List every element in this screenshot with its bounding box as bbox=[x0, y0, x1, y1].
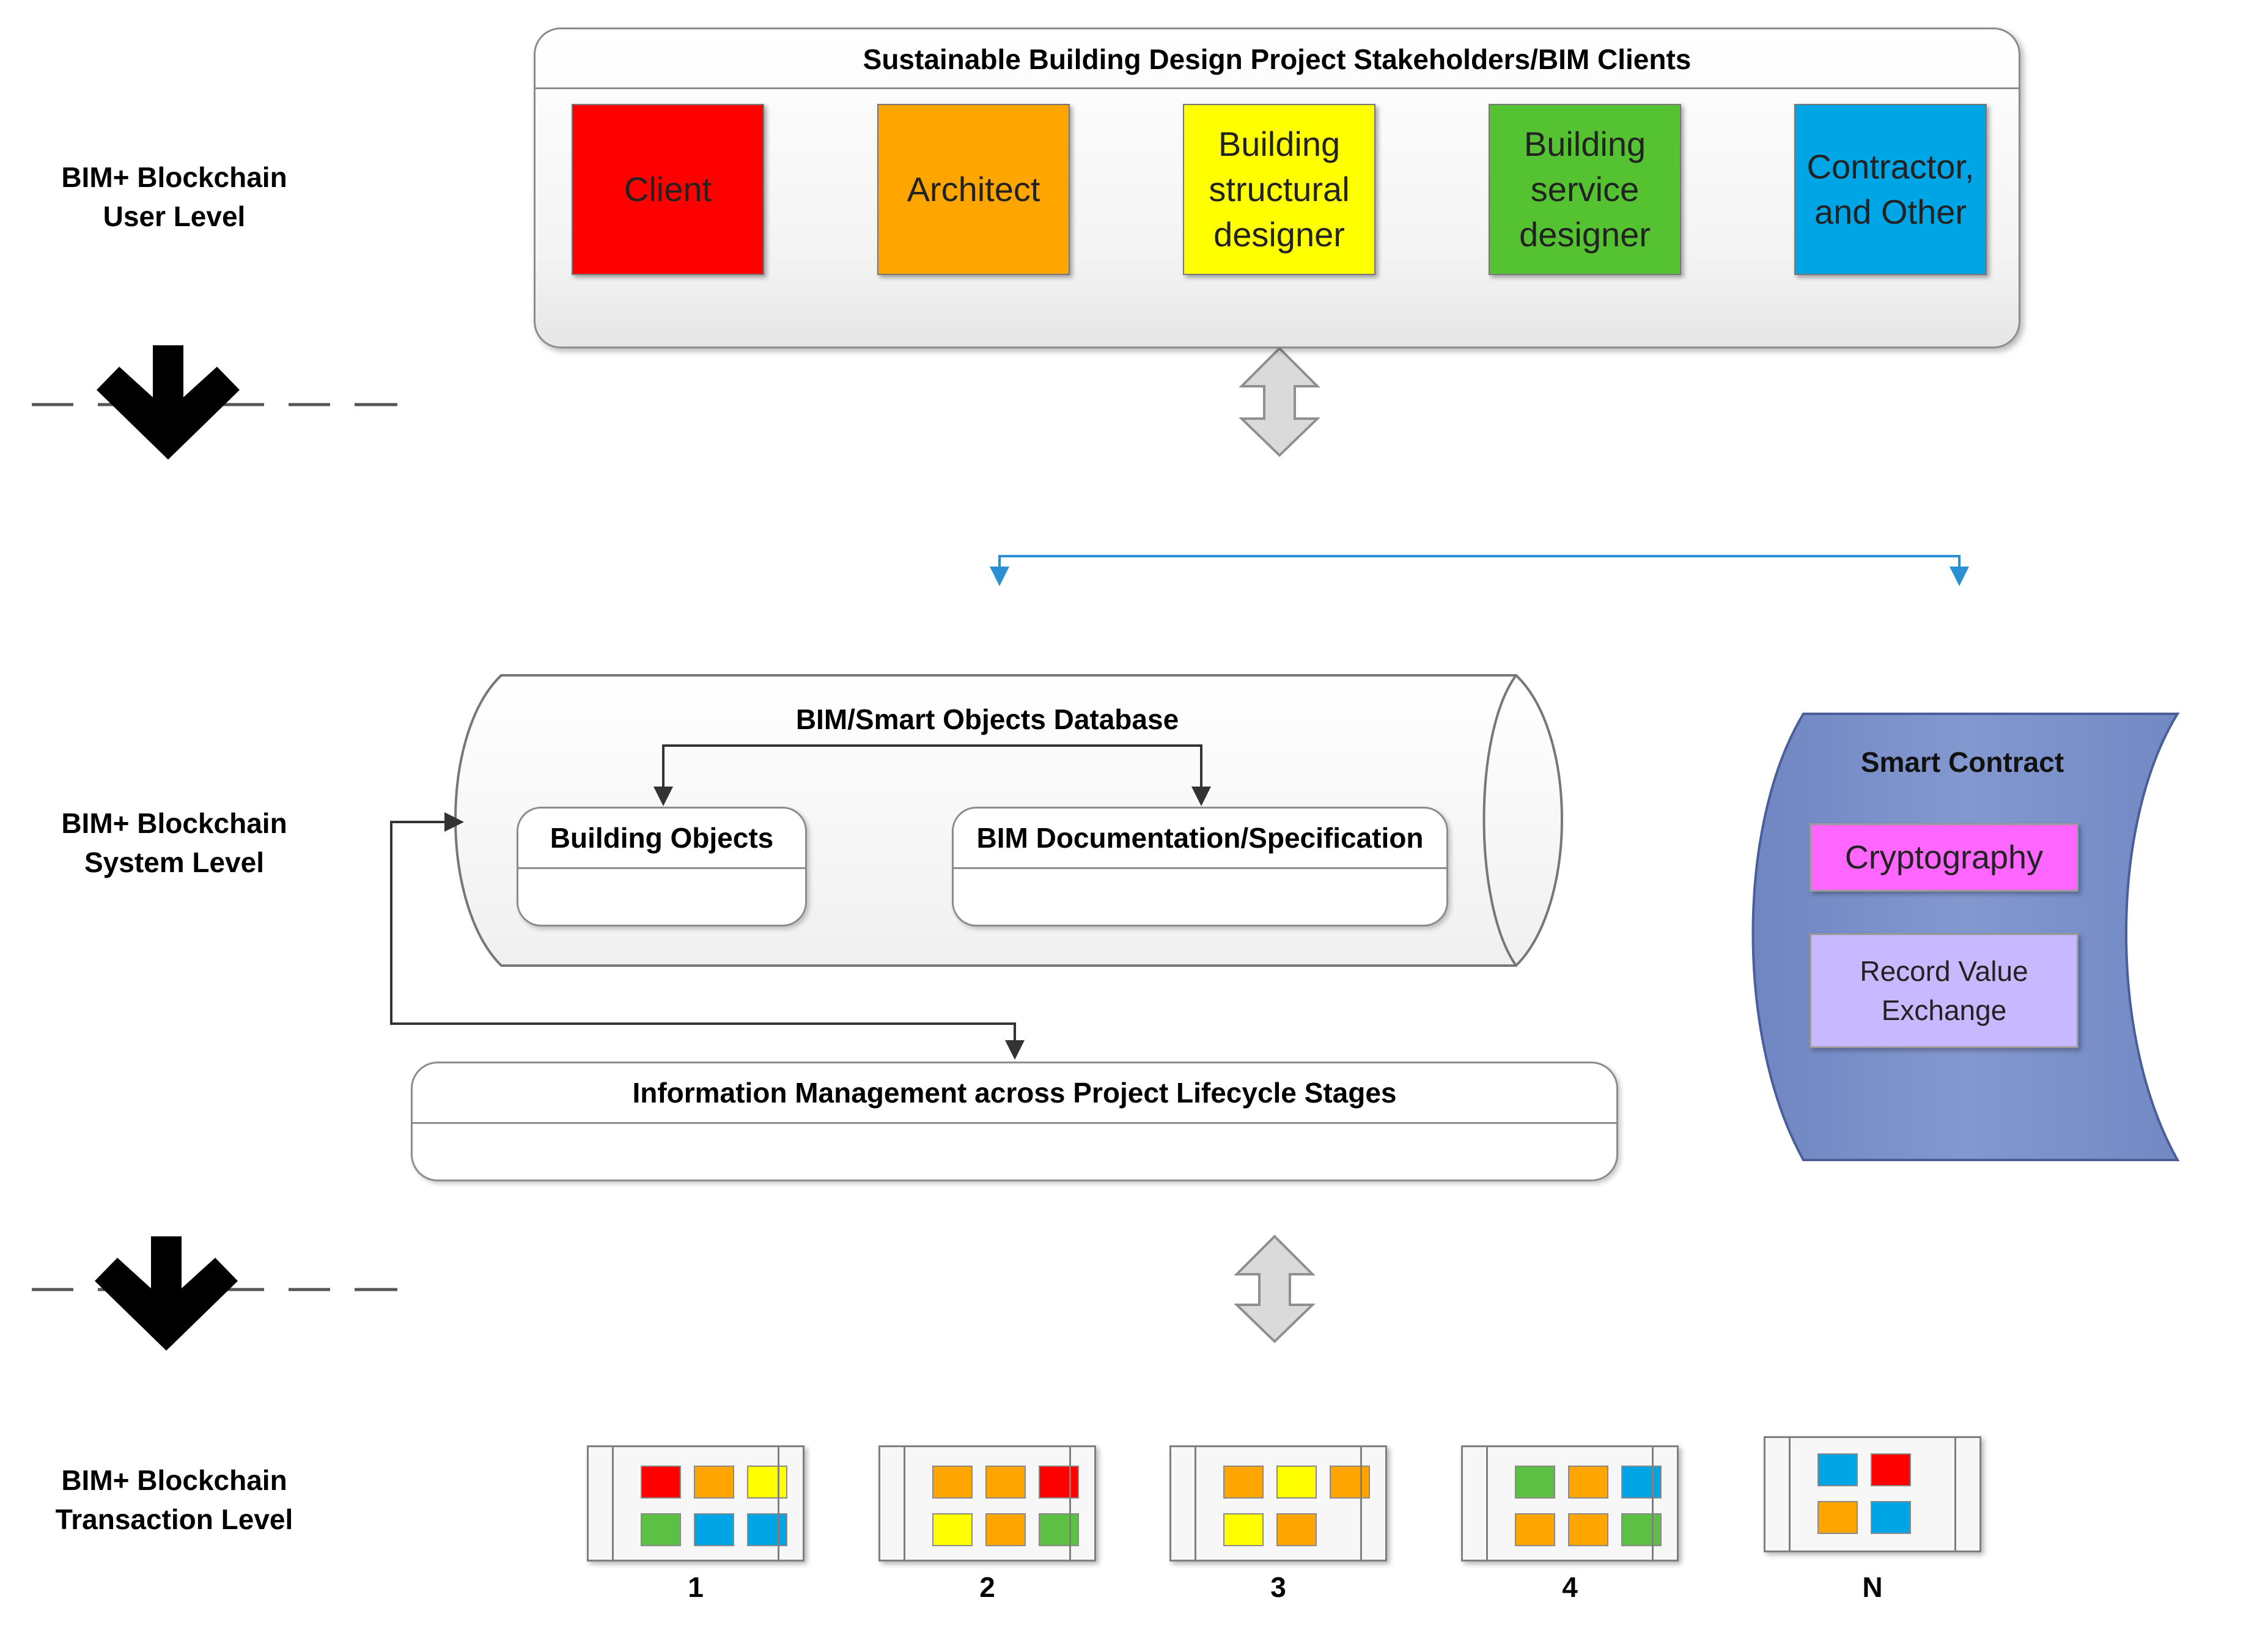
stakeholder-structural-designer: Building structural designer bbox=[1183, 104, 1375, 275]
element-tile bbox=[985, 1466, 1026, 1499]
element-tile bbox=[694, 1466, 734, 1499]
element-tile bbox=[1515, 1466, 1555, 1499]
element-tile bbox=[1223, 1466, 1264, 1499]
element-tile bbox=[1621, 1466, 1662, 1499]
double-arrow-icon bbox=[1239, 347, 1320, 457]
element-tile bbox=[694, 1513, 734, 1546]
level-down-arrow-icon bbox=[95, 1236, 238, 1351]
database-connectors bbox=[390, 744, 1211, 1060]
element-group-label: 1 bbox=[688, 1571, 704, 1603]
element-tile bbox=[1817, 1453, 1858, 1486]
element-tile bbox=[1330, 1466, 1370, 1499]
user-level-label: BIM+ Blockchain User Level bbox=[61, 161, 287, 232]
building-objects-title: Building Objects bbox=[518, 809, 805, 869]
element-tile bbox=[1039, 1466, 1079, 1499]
element-group-label: 4 bbox=[1562, 1571, 1578, 1603]
stakeholder-architect: Architect bbox=[877, 104, 1070, 275]
element-tile bbox=[1871, 1501, 1911, 1534]
element-tile bbox=[1276, 1513, 1317, 1546]
database-processor-link bbox=[990, 555, 1969, 586]
smart-objects-database-title: BIM/Smart Objects Database bbox=[795, 703, 1179, 735]
documentation-title: BIM Documentation/Specification bbox=[954, 809, 1446, 869]
stakeholder-client: Client bbox=[572, 104, 764, 275]
double-arrow-icon bbox=[1234, 1235, 1316, 1343]
element-tile bbox=[1515, 1513, 1555, 1546]
stakeholder-contractor: Contractor, and Other bbox=[1794, 104, 1987, 275]
element-tile bbox=[641, 1466, 681, 1499]
stakeholder-service-designer: Building service designer bbox=[1489, 104, 1681, 275]
element-group-label: 3 bbox=[1270, 1571, 1286, 1603]
element-tile bbox=[1817, 1501, 1858, 1534]
element-group-label: N bbox=[1862, 1571, 1883, 1603]
info-management-title: Information Management across Project Li… bbox=[413, 1063, 1616, 1124]
element-group-3 bbox=[1169, 1445, 1387, 1561]
element-tile bbox=[641, 1513, 681, 1546]
element-group-1 bbox=[587, 1445, 804, 1561]
info-management-box: Information Management across Project Li… bbox=[411, 1062, 1618, 1181]
record-value-exchange-box: Record Value Exchange bbox=[1810, 933, 2078, 1048]
transaction-level-label: BIM+ Blockchain Transaction Level bbox=[55, 1464, 293, 1535]
documentation-box: BIM Documentation/Specification bbox=[952, 807, 1448, 927]
element-group-4 bbox=[1461, 1445, 1679, 1561]
system-level-label: BIM+ Blockchain System Level bbox=[61, 807, 287, 878]
element-group-label: 2 bbox=[979, 1571, 995, 1603]
element-tile bbox=[932, 1466, 973, 1499]
element-tile bbox=[747, 1513, 787, 1546]
stakeholders-panel-title: Sustainable Building Design Project Stak… bbox=[536, 29, 2019, 89]
element-tile bbox=[1568, 1466, 1608, 1499]
stakeholders-panel: Sustainable Building Design Project Stak… bbox=[534, 28, 2020, 348]
element-tile bbox=[1871, 1453, 1911, 1486]
element-tile bbox=[1039, 1513, 1079, 1546]
level-down-arrow-icon bbox=[97, 345, 240, 460]
element-tile bbox=[1568, 1513, 1608, 1546]
element-group-2 bbox=[878, 1445, 1096, 1561]
element-tile bbox=[1276, 1466, 1317, 1499]
element-tile bbox=[985, 1513, 1026, 1546]
element-tile bbox=[1223, 1513, 1264, 1546]
element-tile bbox=[1621, 1513, 1662, 1546]
building-objects-box: Building Objects bbox=[517, 807, 807, 927]
cryptography-box: Cryptography bbox=[1810, 823, 2078, 892]
element-tile bbox=[932, 1513, 973, 1546]
element-tile bbox=[747, 1466, 787, 1499]
smart-contract-label: Smart Contract bbox=[1860, 746, 2064, 778]
element-group-N bbox=[1764, 1436, 1981, 1552]
